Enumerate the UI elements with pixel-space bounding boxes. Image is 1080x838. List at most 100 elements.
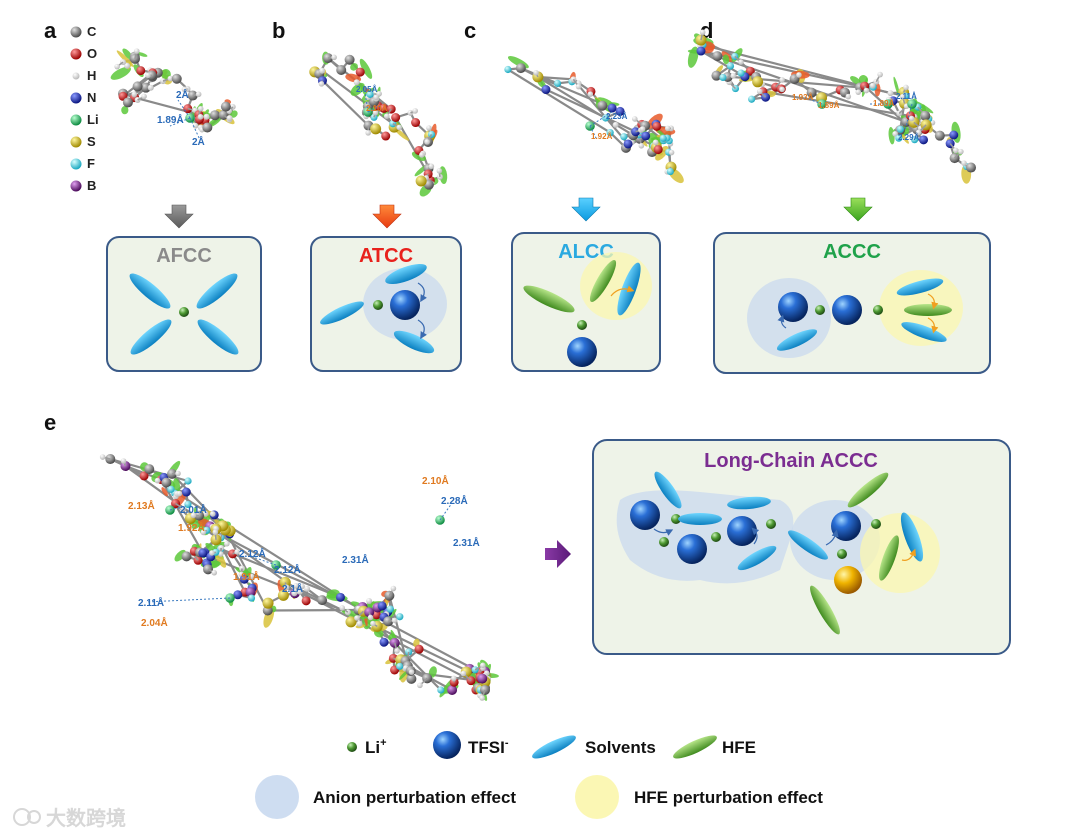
molecule-panel-c	[504, 56, 684, 184]
box-title-accc: ACCC	[823, 241, 881, 263]
watermark: 大数跨境	[13, 806, 126, 830]
solvent-molecule	[901, 322, 947, 342]
effect-key: Anion perturbation effect HFE perturbati…	[255, 775, 823, 819]
li-ion	[671, 514, 681, 524]
box-alcc: ALCC	[511, 232, 661, 372]
tfsi-anion	[832, 295, 862, 325]
down-arrow-c	[571, 197, 601, 222]
tfsi-key-marker	[433, 731, 461, 759]
distance-label: 2.12Å	[239, 547, 266, 560]
distance-label: 2.01Å	[180, 503, 207, 516]
molecule-panel-b	[309, 51, 448, 197]
box-title-long-chain-accc: Long-Chain ACCC	[704, 450, 878, 472]
legend-atom-label: Li	[87, 112, 99, 127]
solvent-molecule	[776, 329, 818, 351]
solvent-molecule	[197, 319, 239, 355]
solvent-molecule	[129, 273, 171, 309]
distance-label: 2.31Å	[342, 553, 369, 566]
solvent-molecule	[727, 496, 771, 510]
hfe-effect-label: HFE perturbation effect	[634, 788, 823, 807]
distance-label: 2.04Å	[141, 616, 168, 629]
box-title-afcc: AFCC	[156, 245, 212, 267]
solvent-molecule	[320, 301, 364, 325]
box-atcc: ATCC	[310, 236, 462, 372]
panel-letter-b: b	[272, 18, 285, 43]
distance-label: 2.23Å	[606, 112, 628, 121]
legend-atom-f-marker	[70, 158, 82, 170]
li-ion	[871, 519, 881, 529]
distance-label: 2.13Å	[128, 499, 155, 512]
li-ion	[766, 519, 776, 529]
hfe-molecule	[847, 472, 889, 508]
distance-label: 1.92Å	[178, 521, 205, 534]
tfsi-anion	[677, 534, 707, 564]
distance-label: 1.92Å	[591, 132, 613, 141]
box-title-atcc: ATCC	[359, 245, 413, 267]
tfsi-anion	[778, 292, 808, 322]
distance-label: 2.28Å	[441, 494, 468, 507]
legend-atom-label: S	[87, 134, 96, 149]
distance-label: 2.11Å	[138, 596, 164, 609]
distance-label: 1.89Å	[873, 99, 895, 108]
legend-atom-label: N	[87, 90, 96, 105]
distance-label: 2.31Å	[453, 536, 480, 549]
panel-letter-e: e	[44, 410, 56, 435]
anion-effect-label: Anion perturbation effect	[313, 788, 516, 807]
solvent-molecule	[196, 273, 238, 309]
species-key: Li+ TFSI- Solvents HFE	[347, 731, 756, 759]
solvent-molecule	[900, 512, 924, 562]
hfe-molecule	[904, 304, 952, 316]
li-ion	[373, 300, 383, 310]
solvent-molecule	[385, 264, 427, 284]
down-arrow-d	[843, 197, 873, 222]
box-accc: ACCC	[713, 232, 991, 374]
distance-label: 2.29Å	[898, 133, 920, 142]
box-afcc: AFCC	[106, 236, 262, 372]
watermark-text: 大数跨境	[46, 806, 126, 830]
legend-atom-c-marker	[70, 26, 82, 38]
li-ion	[179, 307, 189, 317]
solvent-molecule	[393, 330, 435, 354]
tfsi-anion	[831, 511, 861, 541]
distance-label: 2Å	[192, 135, 205, 148]
distance-label: 1.89Å	[157, 113, 184, 126]
distance-label: 2.05Å	[356, 85, 378, 94]
distance-label: 2Å	[176, 88, 189, 101]
tfsi-anion	[390, 290, 420, 320]
solvents-key-label: Solvents	[585, 738, 656, 757]
legend-atom-h-marker	[72, 72, 80, 80]
down-arrow-a	[164, 204, 194, 229]
hfe-key-marker	[673, 735, 717, 759]
legend-atom-b-marker	[70, 180, 82, 192]
hfe-molecule	[879, 535, 899, 581]
legend-atom-s-marker	[70, 136, 82, 148]
solvent-molecule	[678, 513, 722, 525]
distance-label: 2.10Å	[422, 474, 449, 487]
legend-atom-label: O	[87, 46, 97, 61]
anion-effect-marker	[255, 775, 299, 819]
down-arrow-b	[372, 204, 402, 229]
li-ion	[837, 549, 847, 559]
solvent-molecule	[654, 471, 682, 509]
solvent-key-marker	[532, 735, 576, 759]
li-ion	[873, 305, 883, 315]
li-ion	[711, 532, 721, 542]
box-long-chain-accc: Long-Chain ACCC	[592, 439, 1011, 655]
legend-atom-li-marker	[70, 114, 82, 126]
legend-atom-label: C	[87, 24, 97, 39]
hfe-effect-marker	[575, 775, 619, 819]
hfe-molecule	[589, 260, 617, 302]
distance-label: 1.91Å	[233, 570, 260, 583]
molecule-panel-a	[110, 48, 238, 141]
distance-label: 2.10Å	[366, 104, 388, 113]
li-ion	[815, 305, 825, 315]
distance-label: 1.89Å	[818, 101, 840, 110]
hfe-key-label: HFE	[722, 738, 756, 757]
solvent-molecule	[737, 545, 777, 571]
distance-label: 2.12Å	[274, 563, 301, 576]
distance-label: 2.11Å	[896, 92, 917, 101]
li-ion	[577, 320, 587, 330]
tfsi-anion	[567, 337, 597, 367]
